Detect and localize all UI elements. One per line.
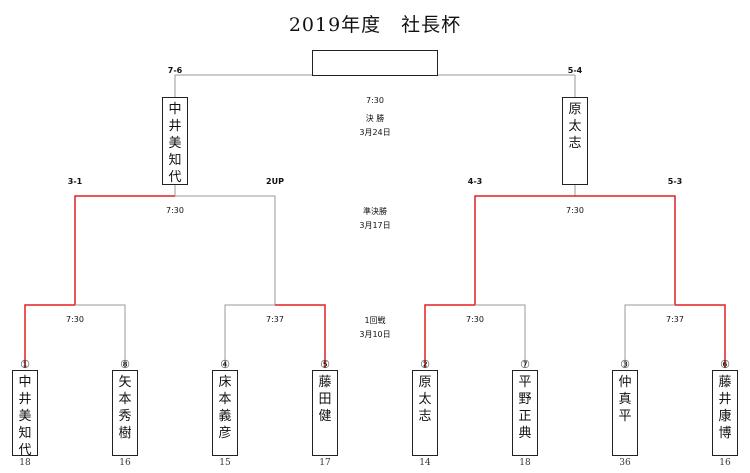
semi-right-red-b <box>575 195 676 305</box>
r1-m4-red <box>675 304 726 368</box>
player-1: 中井美知代 <box>12 370 38 456</box>
player-1-seed: ① <box>20 358 30 371</box>
player-8-name: 藤井 康博 <box>718 375 737 441</box>
player-5-name: 原 太志 <box>418 375 437 424</box>
player-2-name: 矢本 秀樹 <box>118 375 137 441</box>
r1-time-1: 7:30 <box>66 315 84 324</box>
player-5-hcp: 14 <box>419 458 431 468</box>
r1-m2-grey <box>224 304 275 368</box>
r1-m3-red <box>424 304 475 368</box>
semi-left-grey <box>175 195 276 305</box>
player-4-hcp: 17 <box>319 458 331 468</box>
semi-score-4: 5-3 <box>667 177 683 186</box>
r1-time-4: 7:37 <box>666 315 684 324</box>
semi-score-2: 2UP <box>266 177 284 186</box>
player-1-name: 中井美知代 <box>18 375 32 456</box>
player-2-seed: ⑧ <box>120 358 130 371</box>
semi-right-time: 7:30 <box>566 206 584 215</box>
r1-round-label: 1回戦 <box>364 316 386 325</box>
r1-m3-grey <box>475 304 526 368</box>
player-3-name: 床本 義彦 <box>218 375 237 441</box>
semi-score-1: 3-1 <box>67 177 83 186</box>
final-right-score: 5-4 <box>567 66 583 75</box>
player-7-hcp: 36 <box>619 458 631 468</box>
r1-m1-red <box>24 304 75 368</box>
r1-time-2: 7:37 <box>266 315 284 324</box>
player-2: 矢本 秀樹 <box>112 370 138 456</box>
finalist-left: 中井美知代 <box>162 97 188 185</box>
player-8: 藤井 康博 <box>712 370 738 456</box>
finalist-left-name: 中井美知代 <box>168 102 182 185</box>
r1-time-3: 7:30 <box>466 315 484 324</box>
player-2-hcp: 16 <box>119 458 131 468</box>
finalist-right: 原 太志 <box>562 97 588 185</box>
player-3-seed: ④ <box>220 358 230 371</box>
r1-date: 3月10日 <box>359 330 391 339</box>
semi-left-time: 7:30 <box>166 206 184 215</box>
page-title: 2019年度 社長杯 <box>288 14 462 36</box>
player-3: 床本 義彦 <box>212 370 238 456</box>
final-round-label: 決 勝 <box>365 114 385 123</box>
player-4-seed: ⑤ <box>320 358 330 371</box>
r1-m2-red <box>275 304 326 368</box>
player-3-hcp: 15 <box>219 458 231 468</box>
semi-round-label: 準決勝 <box>363 207 387 216</box>
semi-score-3: 4-3 <box>467 177 483 186</box>
player-4-name: 藤田 健 <box>318 375 337 424</box>
player-8-seed: ⑥ <box>720 358 730 371</box>
player-5: 原 太志 <box>412 370 438 456</box>
player-5-seed: ② <box>420 358 430 371</box>
player-1-hcp: 18 <box>19 458 31 468</box>
player-4: 藤田 健 <box>312 370 338 456</box>
r1-m4-grey <box>624 304 675 368</box>
player-6: 平野 正典 <box>512 370 538 456</box>
player-7-seed: ③ <box>620 358 630 371</box>
finalist-right-name: 原 太志 <box>568 102 587 151</box>
final-left-score: 7-6 <box>167 66 183 75</box>
semi-date: 3月17日 <box>359 221 391 230</box>
player-7: 仲 真平 <box>612 370 638 456</box>
player-6-seed: ⑦ <box>520 358 530 371</box>
final-time: 7:30 <box>366 96 384 105</box>
player-6-hcp: 18 <box>519 458 531 468</box>
player-7-name: 仲 真平 <box>618 375 637 424</box>
final-date: 3月24日 <box>359 128 391 137</box>
semi-left-red <box>74 195 175 305</box>
player-6-name: 平野 正典 <box>518 375 537 441</box>
winner-box <box>312 50 438 76</box>
r1-m1-grey <box>75 304 126 368</box>
player-8-hcp: 16 <box>719 458 731 468</box>
semi-right-red-a <box>474 195 575 305</box>
